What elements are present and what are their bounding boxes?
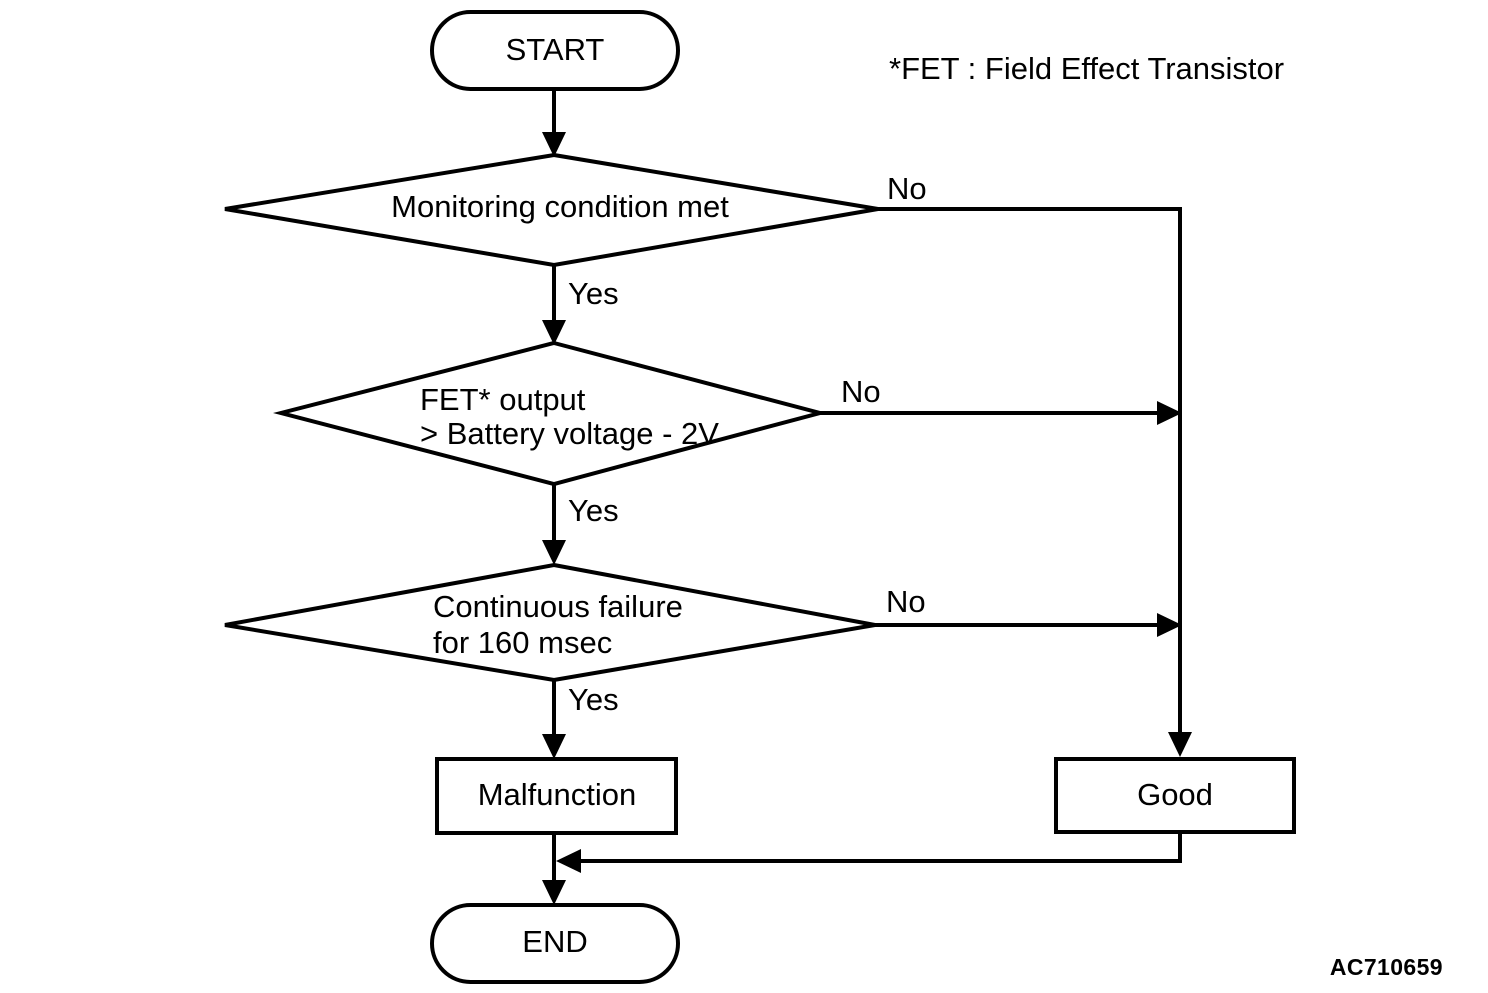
node-good-label: Good (1137, 777, 1213, 812)
node-decision-monitoring-condition: Monitoring condition met (224, 152, 879, 268)
node-malfunction-label: Malfunction (478, 777, 637, 812)
branch-label-decision2-yes: Yes (568, 493, 619, 528)
branch-label-decision3-yes: Yes (568, 682, 619, 717)
branch-label-decision1-yes: Yes (568, 276, 619, 311)
node-malfunction: Malfunction (435, 757, 678, 835)
node-decision-continuous-failure-line1: Continuous failure (433, 589, 683, 624)
node-decision-continuous-failure: Continuous failure for 160 msec (224, 562, 876, 683)
figure-code-label: AC710659 (1330, 954, 1443, 980)
branch-label-decision1-no: No (887, 171, 927, 206)
connector-decision3-no-to-rail (875, 613, 1182, 637)
node-decision-fet-output: FET* output > Battery voltage - 2V (273, 340, 828, 487)
connector-good-to-end (556, 832, 1182, 873)
node-start-label: START (506, 32, 605, 67)
connector-decision1-no-to-good (878, 207, 1192, 757)
branch-label-decision2-no: No (841, 374, 881, 409)
connector-malfunction-to-end (542, 833, 566, 905)
fet-abbreviation-note: *FET : Field Effect Transistor (889, 51, 1284, 86)
connector-decision2-no-to-rail (820, 401, 1182, 425)
node-end: END (430, 903, 680, 984)
node-decision-continuous-failure-line2: for 160 msec (433, 625, 612, 660)
node-decision-monitoring-condition-label: Monitoring condition met (391, 189, 729, 224)
node-good: Good (1054, 757, 1296, 834)
node-decision-fet-output-line2: > Battery voltage - 2V (420, 416, 719, 451)
connector-decision1-yes-to-decision2 (542, 265, 566, 345)
node-start: START (430, 10, 680, 91)
branch-label-decision3-no: No (886, 584, 926, 619)
connector-decision3-yes-to-malfunction (542, 680, 566, 759)
connector-decision2-yes-to-decision3 (542, 484, 566, 565)
connector-start-to-decision1 (542, 89, 566, 157)
node-decision-fet-output-line1: FET* output (420, 382, 586, 417)
node-end-label: END (522, 924, 587, 959)
